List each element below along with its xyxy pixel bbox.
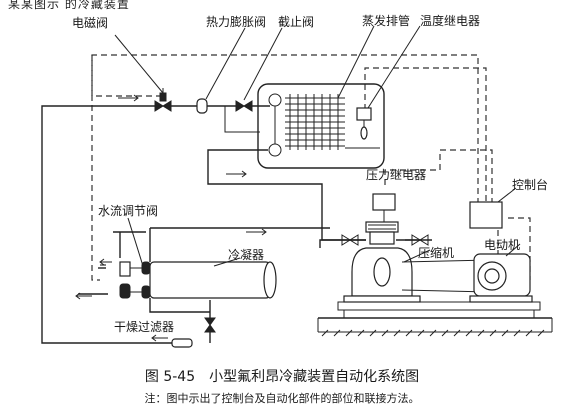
- label-thermal-expansion-valve: 热力膨胀阀: [206, 15, 267, 29]
- discharge-valve-symbol: [411, 234, 429, 246]
- label-water-flow-valve: 水流调节阀: [98, 204, 159, 218]
- label-evaporator-coil: 蒸发排管: [362, 14, 411, 28]
- water-valve-leader: [127, 217, 144, 267]
- compressor-leader: [403, 249, 431, 263]
- pressure-relay-symbol: [372, 193, 396, 222]
- figure-note: 注：图中示出了控制台及自动化部件的部位和联接方法。: [144, 392, 420, 405]
- motor-leader: [505, 243, 521, 257]
- water-flow-valve-symbol: [119, 261, 151, 299]
- refrigerant-piping: [41, 94, 432, 344]
- label-control-panel: 控制台: [512, 178, 549, 192]
- expansion-valve-symbol: [196, 98, 208, 114]
- expansion-valve-leader: [205, 27, 246, 100]
- evaporator-leader: [337, 25, 375, 99]
- label-dryer-filter: 干燥过滤器: [114, 320, 175, 334]
- label-motor: 电动机: [484, 238, 521, 252]
- label-stop-valve: 截止阀: [278, 15, 315, 29]
- stop-valve-symbol: [235, 100, 253, 112]
- motor-symbol: [469, 253, 533, 303]
- condenser-leader: [213, 257, 241, 267]
- label-temperature-relay: 温度继电器: [420, 14, 481, 28]
- solenoid-valve-symbol: [154, 88, 172, 112]
- control-panel-leader: [497, 187, 517, 203]
- label-compressor: 压缩机: [418, 246, 455, 260]
- suction-valve-symbol: [341, 234, 359, 246]
- dryer-filter-symbol: [171, 317, 216, 348]
- figure-caption: 图 5-45 小型氟利昂冷藏装置自动化系统图: [144, 369, 420, 385]
- label-pressure-relay: 压力继电器: [366, 168, 427, 182]
- temp-relay-leader: [367, 25, 421, 109]
- compressor-symbol: [343, 221, 421, 303]
- evaporator-coil-grid: [285, 94, 345, 150]
- label-solenoid-valve: 电磁阀: [72, 16, 109, 30]
- top-text-fragment: 某某图示 的冷藏装置: [8, 0, 130, 11]
- cold-room-box: [257, 83, 385, 169]
- control-panel-symbol: [469, 201, 503, 229]
- solenoid-leader-line: [114, 34, 164, 94]
- stop-valve-leader: [243, 27, 283, 101]
- label-condenser: 冷凝器: [228, 248, 265, 262]
- machine-base: [317, 301, 553, 337]
- condenser-symbol: [149, 261, 277, 299]
